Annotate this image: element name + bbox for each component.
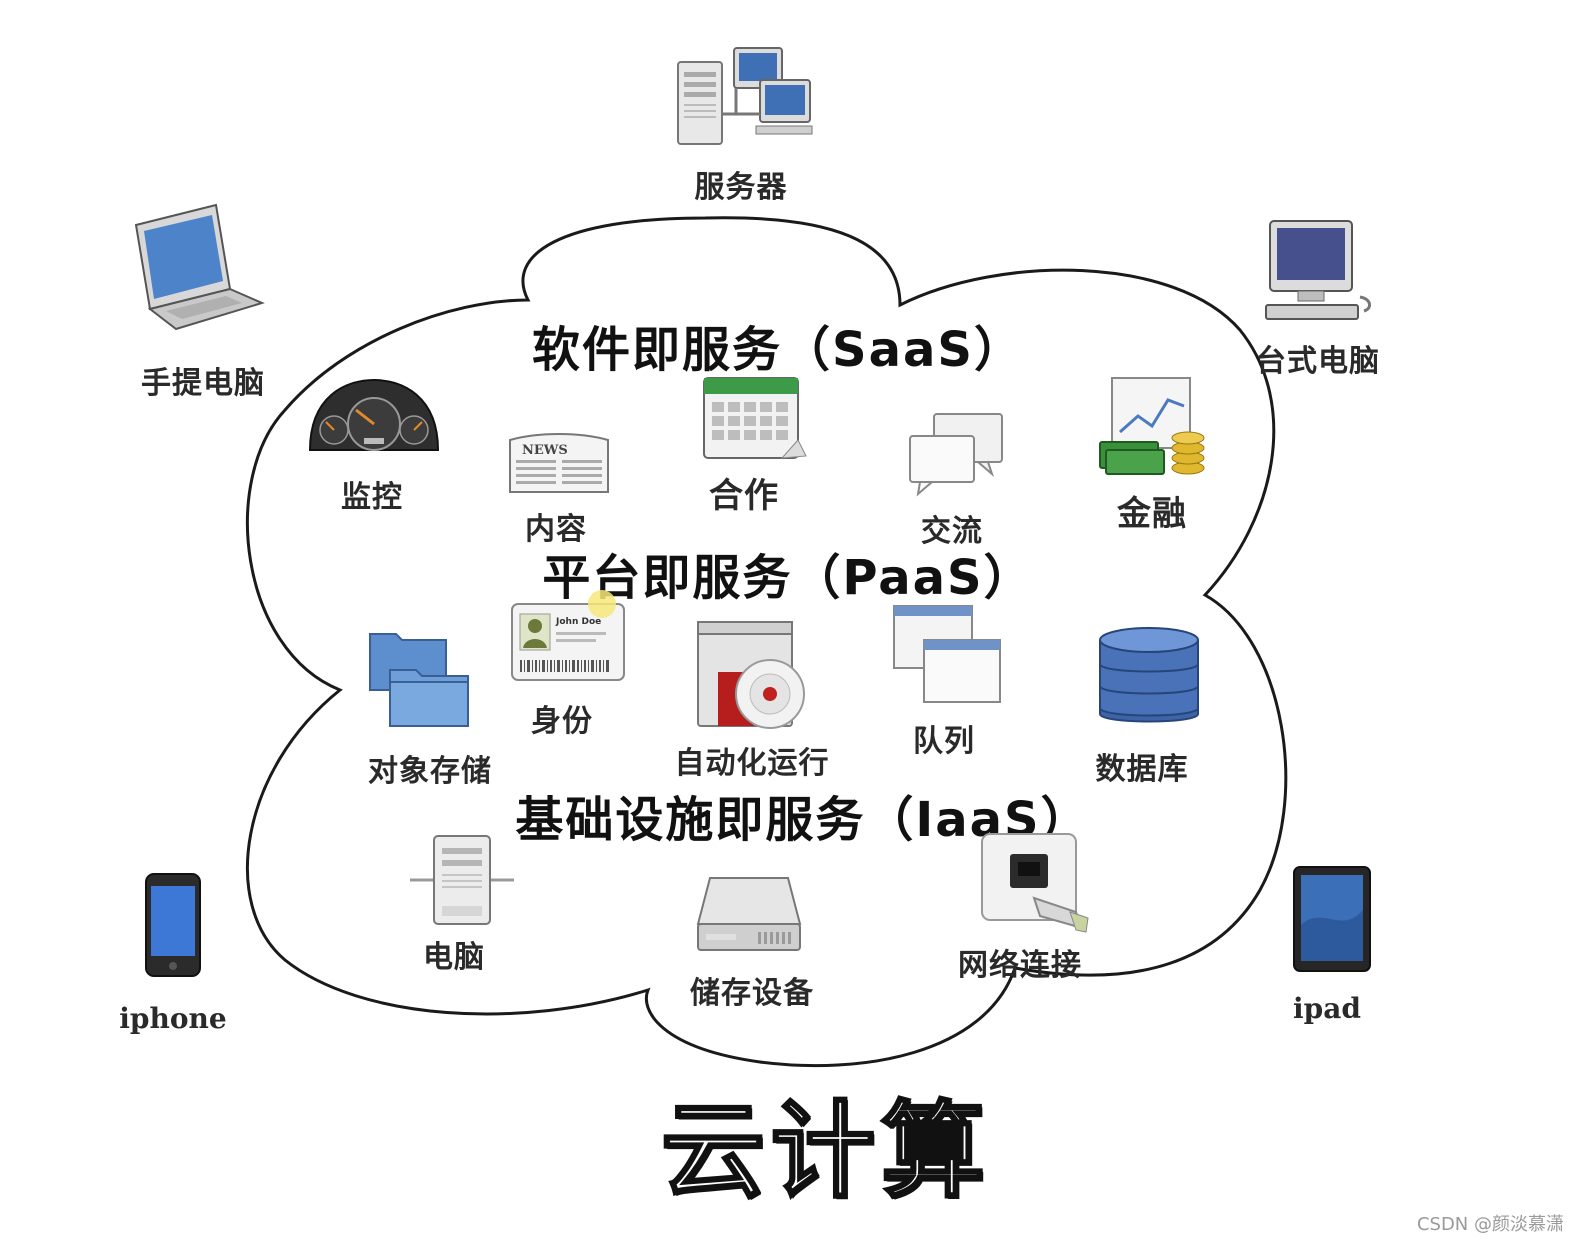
- software-box-cd-icon: [697, 621, 805, 729]
- object-storage-label: 对象存储: [368, 754, 492, 789]
- queue-label: 队列: [913, 724, 975, 759]
- chat-label: 交流: [921, 514, 983, 549]
- network-label: 网络连接: [958, 948, 1082, 983]
- finance-label: 金融: [1117, 494, 1187, 534]
- folders-icon: [369, 633, 469, 727]
- content-label: 内容: [525, 512, 587, 547]
- ethernet-port-icon: [981, 833, 1089, 933]
- watermark: CSDN @颜淡慕潇: [1416, 1214, 1564, 1235]
- database-label: 数据库: [1095, 752, 1189, 787]
- monitor-label: 监控: [341, 480, 403, 515]
- server-label: 服务器: [694, 170, 788, 205]
- saas-title: 软件即服务（SaaS）: [532, 322, 1024, 378]
- finance-chart-money-icon: [1099, 377, 1205, 475]
- id-card-icon: John Doe: [511, 590, 625, 681]
- id-name-text: John Doe: [555, 617, 601, 627]
- hard-drive-icon: [696, 877, 802, 951]
- news-text: NEWS: [522, 443, 568, 458]
- computer-label: 电脑: [423, 940, 485, 975]
- identity-label: 身份: [531, 704, 593, 739]
- laptop-label: 手提电脑: [141, 366, 265, 401]
- storage-device-label: 储存设备: [690, 976, 814, 1011]
- server-icon: [677, 47, 813, 145]
- collab-label: 合作: [709, 476, 779, 516]
- desktop-label: 台式电脑: [1256, 344, 1380, 379]
- newspaper-icon: NEWS: [509, 433, 609, 493]
- iphone-label: iphone: [119, 1002, 227, 1035]
- tablet-icon: [1293, 866, 1371, 972]
- main-title: 云计算: [659, 1088, 992, 1214]
- desktop-icon: [1265, 220, 1371, 320]
- chat-bubbles-icon: [909, 413, 1003, 497]
- dashboard-gauge-icon: [308, 378, 440, 451]
- phone-icon: [145, 873, 201, 977]
- calendar-icon: [703, 377, 807, 459]
- stacked-windows-icon: [893, 605, 1001, 703]
- automation-label: 自动化运行: [674, 746, 830, 781]
- database-icon: [1099, 627, 1199, 723]
- paas-title: 平台即服务（PaaS）: [542, 550, 1034, 606]
- laptop-icon: [134, 203, 265, 331]
- ipad-label: ipad: [1293, 992, 1361, 1025]
- tower-computer-icon: [410, 835, 514, 925]
